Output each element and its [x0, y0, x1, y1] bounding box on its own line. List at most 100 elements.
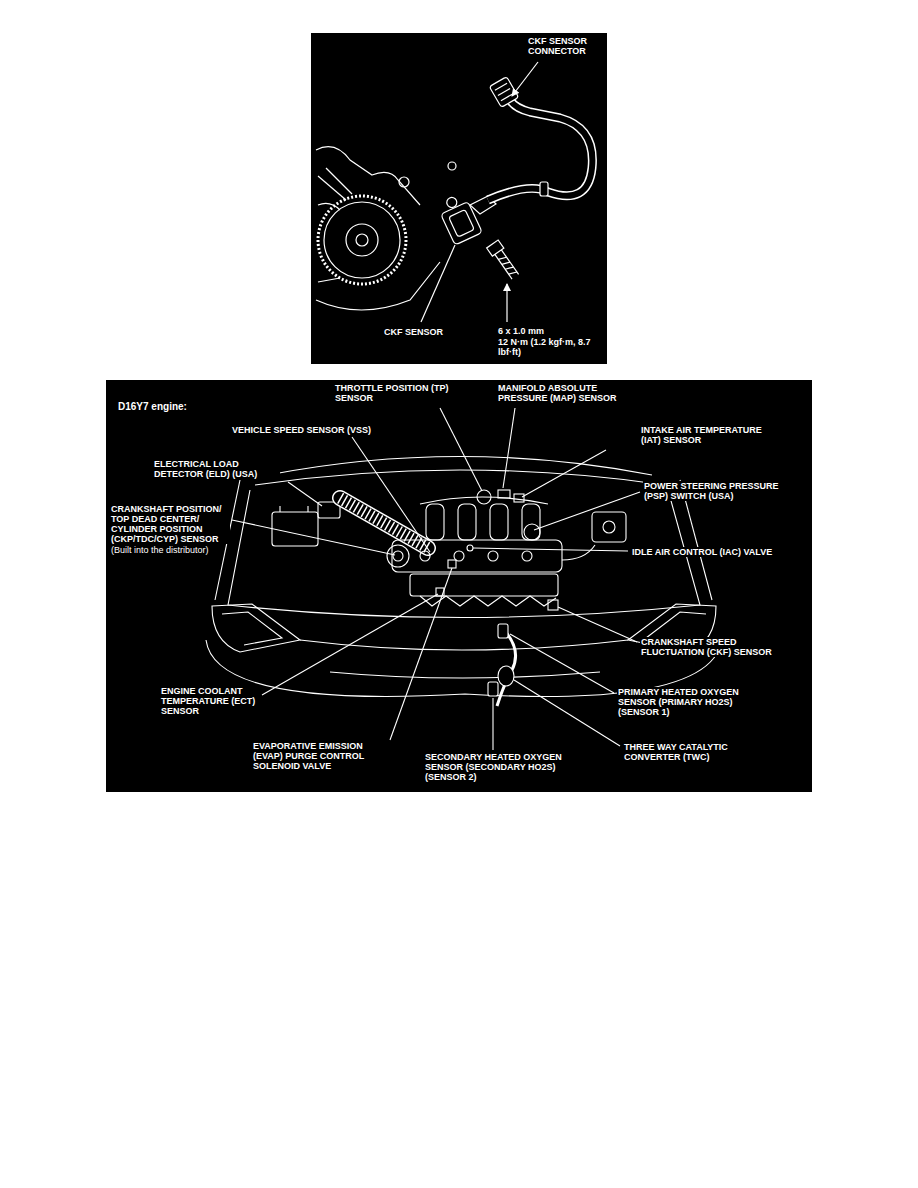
engine-compartment-panel-part [514, 494, 524, 502]
ckf-sensor-panel-part [326, 168, 352, 194]
engine-compartment-panel-part [255, 470, 665, 485]
engine-compartment-panel-part [548, 600, 558, 610]
ckf-sensor-panel-part [318, 176, 346, 200]
engine-compartment-panel-part [387, 545, 409, 567]
engine-compartment-panel-part [106, 380, 812, 792]
ckf-sensor-panel-part-part [449, 210, 475, 238]
engine-compartment-panel-part [522, 551, 532, 561]
ckf-sensor-panel-part-part [501, 94, 513, 101]
engine-compartment-panel-part [592, 512, 626, 542]
engine-compartment-panel-part [473, 548, 628, 551]
ckf-sensor-panel-part [489, 77, 518, 108]
ckf-sensor-panel-part-part [489, 77, 518, 108]
engine-compartment-panel-part [392, 540, 562, 572]
part-label: VEHICLE SPEED SENSOR (VSS) [231, 425, 372, 435]
panel-heading: D16Y7 engine: [117, 401, 188, 412]
ckf-sensor-panel-part [356, 234, 368, 246]
engine-compartment-panel-part [492, 698, 493, 750]
ckf-sensor-panel-part [506, 284, 507, 322]
ckf-sensor-panel [311, 33, 607, 364]
engine-compartment-panel-part [498, 624, 508, 638]
engine-compartment-panel-part [467, 545, 473, 551]
part-label: CKF SENSOR CONNECTOR [527, 36, 605, 56]
ckf-sensor-panel-part [318, 203, 340, 210]
engine-compartment-panel-part [232, 520, 395, 555]
ckf-sensor-panel-part [488, 100, 592, 200]
engine-compartment-panel-part [420, 551, 430, 561]
engine-compartment-panel-part [279, 506, 280, 512]
ckf-sensor-panel-part-part [498, 255, 517, 277]
part-label: EVAPORATIVE EMISSION (EVAP) PURGE CONTRO… [252, 741, 384, 771]
ckf-sensor-panel-part [421, 245, 455, 322]
engine-compartment-panel-part [307, 506, 308, 512]
engine-compartment-panel-part [410, 574, 558, 596]
dimension-label: 6 x 1.0 mm [497, 326, 545, 336]
part-label: IDLE AIR CONTROL (IAC) VALVE [631, 547, 773, 557]
engine-compartment-panel-part [393, 551, 403, 561]
part-label: CRANKSHAFT SPEED FLUCTUATION (CKF) SENSO… [640, 637, 792, 657]
ckf-sensor-panel-part [324, 202, 400, 278]
part-label: INTAKE AIR TEMPERATURE (IAT) SENSOR [640, 425, 782, 445]
part-label: SECONDARY HEATED OXYGEN SENSOR (SECONDAR… [424, 752, 571, 782]
ckf-sensor-panel-part [488, 100, 592, 200]
ckf-sensor-panel-part-part [445, 196, 458, 209]
ckf-sensor-panel-part [346, 224, 378, 256]
engine-compartment-panel-part [330, 672, 600, 678]
note-label: (Built into the distributor) [110, 545, 210, 555]
ckf-sensor-panel-part [316, 262, 440, 310]
engine-compartment-panel-part [562, 545, 595, 560]
part-label: ENGINE COOLANT TEMPERATURE (ECT) SENSOR [160, 686, 257, 716]
engine-compartment-panel [106, 380, 812, 792]
ckf-sensor-panel-part-part [487, 240, 504, 256]
ckf-sensor-panel-part [311, 33, 607, 364]
engine-compartment-panel-part [488, 551, 498, 561]
engine-compartment-panel-part [497, 630, 516, 706]
part-label: ELECTRICAL LOAD DETECTOR (ELD) (USA) [153, 459, 280, 479]
engine-compartment-panel-part [558, 607, 637, 642]
engine-compartment-panel-part [534, 492, 640, 530]
engine-compartment-panel-part [440, 408, 482, 491]
engine-compartment-panel-part [522, 504, 540, 540]
torque-label: 12 N·m (1.2 kgf·m, 8.7 lbf·ft) [497, 337, 603, 357]
ckf-sensor-panel-part [448, 162, 456, 170]
ckf-sensor-panel-part [436, 192, 482, 245]
engine-compartment-panel-part [514, 680, 620, 746]
engine-compartment-panel-part [498, 490, 510, 498]
ckf-sensor-panel-part-part [498, 89, 510, 96]
engine-compartment-panel-part [603, 521, 615, 533]
part-label: CKF SENSOR [383, 327, 444, 337]
ckf-sensor-panel-part [318, 278, 340, 282]
engine-compartment-panel-part [420, 497, 548, 504]
ckf-sensor-panel-part-part [441, 202, 483, 245]
engine-compartment-panel-part [288, 482, 322, 506]
engine-compartment-panel-part [498, 666, 514, 686]
engine-compartment-panel-part [222, 612, 282, 645]
part-label: POWER STEERING PRESSURE (PSP) SWITCH (US… [643, 481, 795, 501]
engine-compartment-panel-part [228, 490, 700, 618]
engine-compartment-panel-part [212, 604, 300, 652]
engine-compartment-panel-part [352, 437, 430, 552]
engine-compartment-panel-part [390, 568, 452, 740]
ckf-sensor-panel-part [540, 182, 548, 196]
engine-compartment-panel-part [448, 560, 456, 568]
engine-compartment-panel-part [268, 457, 652, 476]
engine-compartment-panel-part [458, 504, 476, 540]
engine-compartment-panel-part [503, 408, 515, 488]
part-label: CRANKSHAFT POSITION/ TOP DEAD CENTER/ CY… [110, 504, 230, 544]
ckf-sensor-panel-part [318, 196, 406, 284]
part-label: MANIFOLD ABSOLUTE PRESSURE (MAP) SENSOR [497, 383, 634, 403]
ckf-sensor-panel-part [487, 240, 521, 281]
part-label: THREE WAY CATALYTIC CONVERTER (TWC) [623, 742, 750, 762]
engine-compartment-panel-part [524, 524, 540, 540]
engine-compartment-panel-part [522, 450, 606, 497]
ckf-sensor-panel-part-part [495, 83, 507, 90]
engine-compartment-panel-part [272, 512, 318, 546]
part-label: THROTTLE POSITION (TP) SENSOR [334, 383, 476, 403]
part-label: PRIMARY HEATED OXYGEN SENSOR (PRIMARY HO… [617, 687, 754, 717]
engine-compartment-panel-part [488, 682, 498, 696]
engine-compartment-panel-part [477, 490, 491, 504]
engine-compartment-panel-part [510, 634, 614, 693]
engine-compartment-panel-part [490, 504, 508, 540]
